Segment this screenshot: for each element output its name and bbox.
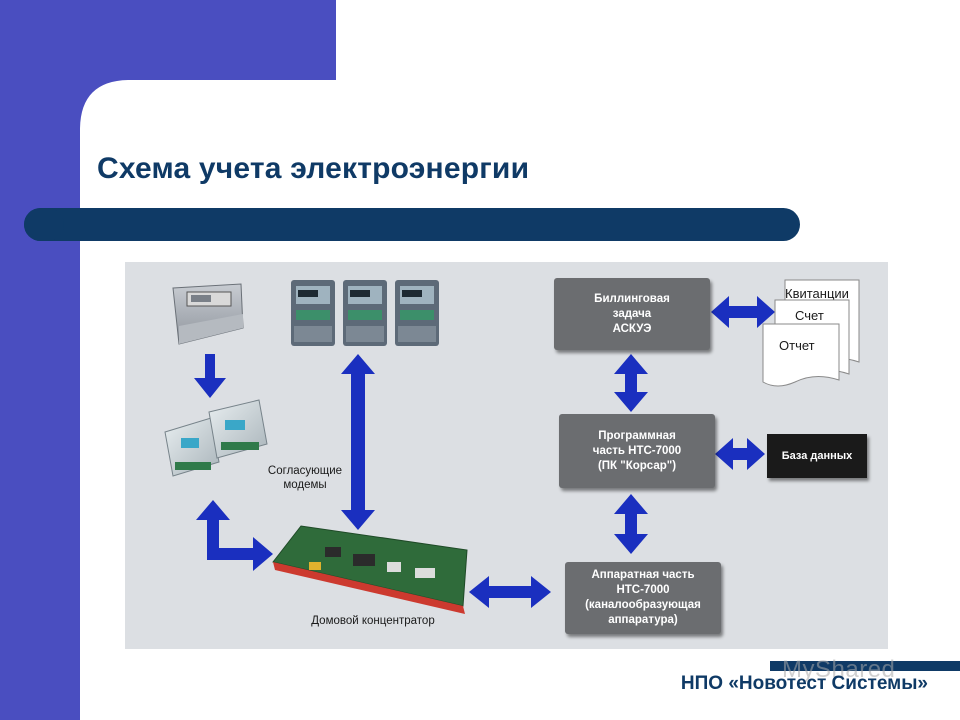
old-meter-icon [172,283,244,345]
document-label-1: Счет [795,308,824,323]
watermark-logo: MyShared [782,656,896,683]
arrow-software-hardware [614,494,648,554]
footer-line [770,661,960,671]
arrow-billing-documents [711,296,775,328]
billing-task-box: Биллинговая задача АСКУЭ [554,278,710,350]
arrow-software-database [715,438,765,470]
sidebar-decoration [0,0,336,720]
diagram-panel: Квитанции Счет Отчет Биллинговая задача … [125,262,888,649]
database-box: База данных [767,434,867,478]
matching-modem-icon-2 [208,399,268,459]
electronic-meter-icon-3 [395,280,439,346]
document-label-2: Отчет [779,338,815,353]
arrow-modems-concentrator [196,500,273,571]
software-part-box: Программная часть НТС-7000 (ПК "Корсар") [559,414,715,488]
hardware-part-box: Аппаратная часть НТС-7000 (каналообразую… [565,562,721,634]
documents-stack: Квитанции Счет Отчет [762,279,860,387]
concentrator-label: Домовой концентратор [311,615,435,627]
arrow-concentrator-hardware [469,576,551,608]
arrow-meter-modems [194,354,226,398]
title-underline-bar [24,208,800,241]
slide-title: Схема учета электроэнергии [97,152,530,185]
arrow-meters-concentrator [341,354,375,530]
footer-company-name: НПО «Новотест Системы» [680,673,928,694]
electronic-meter-icon-2 [343,280,387,346]
arrow-billing-software [614,354,648,412]
concentrator-board-icon [272,525,468,614]
electronic-meter-icon-1 [291,280,335,346]
document-label-0: Квитанции [785,286,849,301]
matching-modem-icon-1 [164,417,220,477]
modems-label: Согласующие модемы [267,465,343,491]
diagram-graphics: Квитанции Счет Отчет [164,279,860,614]
